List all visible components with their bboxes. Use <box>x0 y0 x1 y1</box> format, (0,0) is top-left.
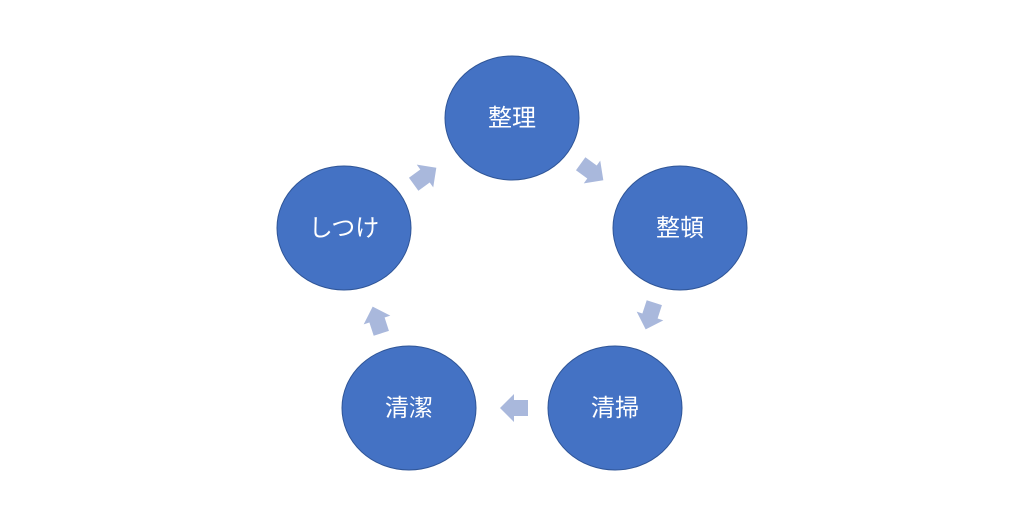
node-seiso-label: 清掃 <box>591 394 639 422</box>
node-seiso-circle <box>547 345 683 471</box>
node-seiketsu-circle <box>341 345 477 471</box>
node-shitsuke: しつけ <box>276 165 412 291</box>
arrow-shitsuke-to-seiri <box>408 164 437 191</box>
node-seiton: 整頓 <box>612 165 748 291</box>
node-seiri: 整理 <box>444 55 580 181</box>
node-shitsuke-circle <box>276 165 412 291</box>
node-seiketsu: 清潔 <box>341 345 477 471</box>
node-shitsuke-label: しつけ <box>309 214 380 242</box>
node-seiton-label: 整頓 <box>656 214 704 242</box>
node-seiri-circle <box>444 55 580 181</box>
node-seiton-circle <box>612 165 748 291</box>
arrow-seiso-to-seiketsu <box>500 394 528 422</box>
arrow-seiri-to-seiton <box>575 157 604 184</box>
arrow-seiton-to-seiso <box>636 300 664 330</box>
node-seiso: 清掃 <box>547 345 683 471</box>
cycle-arrows <box>363 157 664 422</box>
node-seiri-label: 整理 <box>488 104 536 132</box>
node-seiketsu-label: 清潔 <box>385 394 433 422</box>
arrow-seiketsu-to-shitsuke <box>363 306 391 336</box>
cycle-nodes: 整理 整頓 清掃 清潔 しつけ <box>276 55 748 471</box>
